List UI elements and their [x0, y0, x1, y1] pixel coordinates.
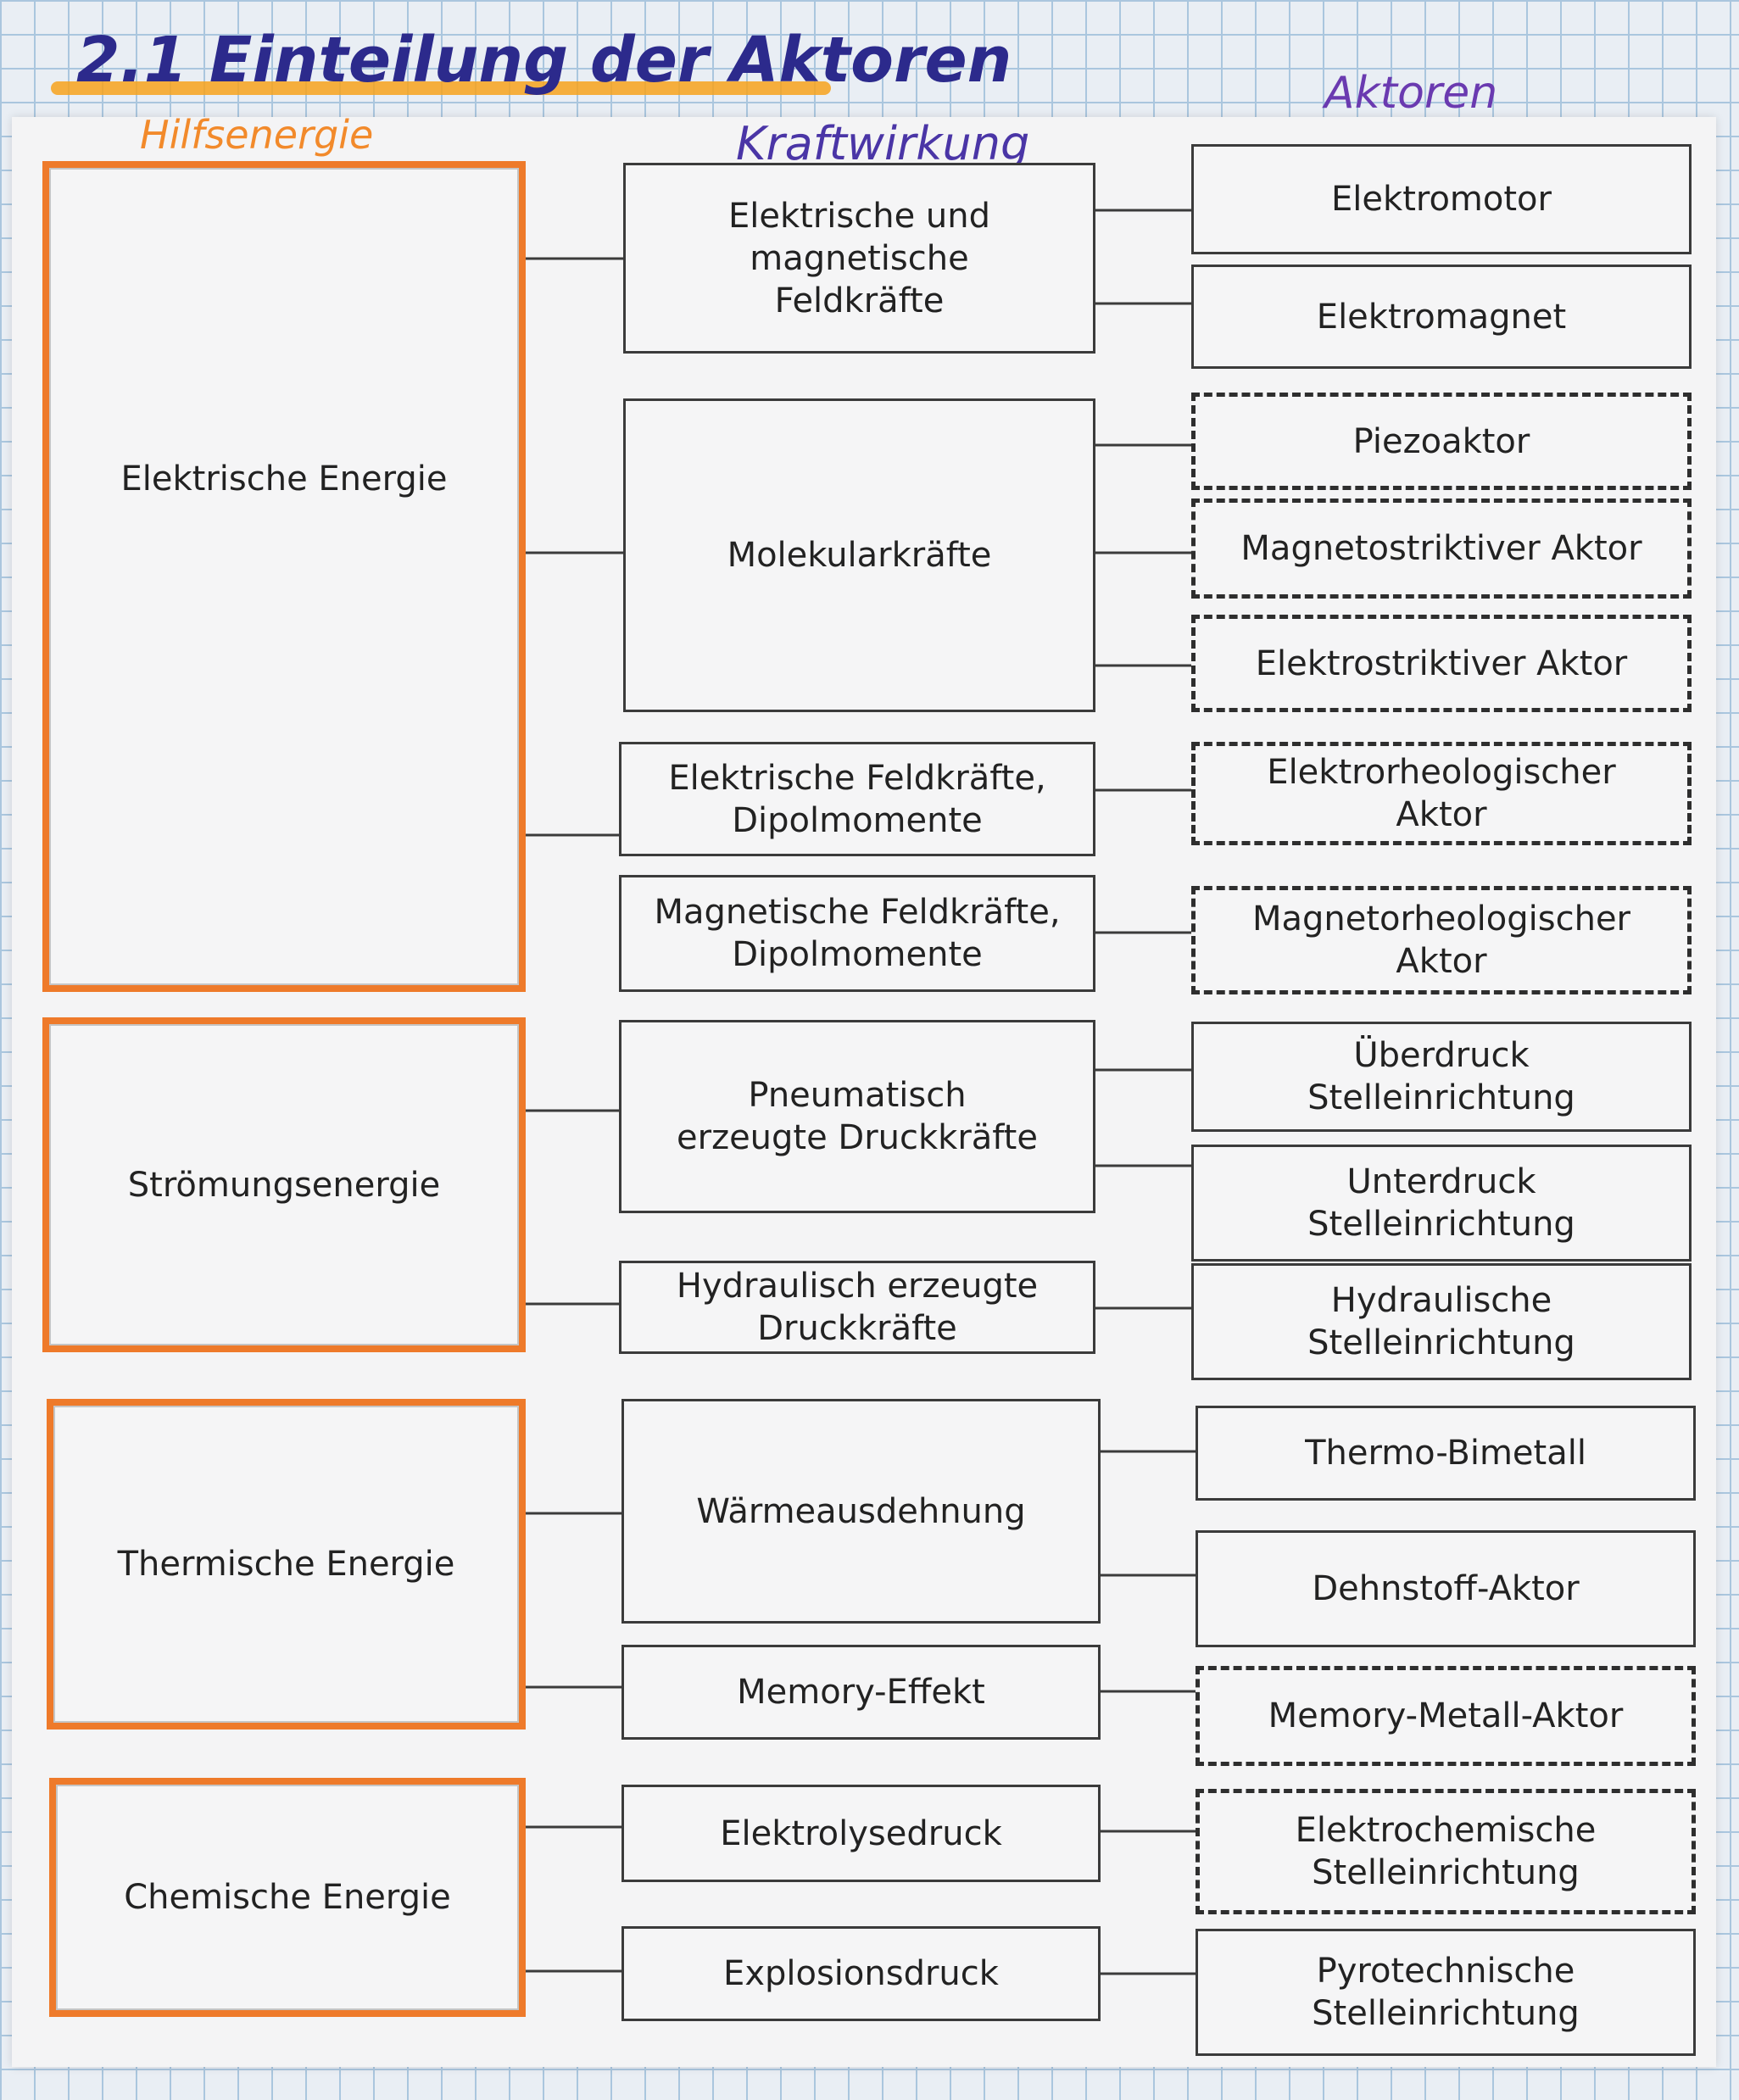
actuator-label: Memory-Metall-Aktor [1268, 1696, 1624, 1735]
force-box: Pneumatisch erzeugte Druckkräfte [619, 1020, 1095, 1213]
energy-box-chemisch: Chemische Energie [49, 1778, 526, 2017]
actuator-box-dashed: Magnetorheologischer Aktor [1191, 886, 1692, 994]
force-label: Wärmeausdehnung [696, 1491, 1026, 1531]
force-box: Explosionsdruck [621, 1926, 1101, 2021]
actuator-box-dashed: Elektrorheologischer Aktor [1191, 742, 1692, 845]
force-box: Memory-Effekt [621, 1645, 1101, 1740]
actuator-box: Unterdruck Stelleinrichtung [1191, 1145, 1692, 1262]
actuator-label: Elektrorheologischer Aktor [1267, 753, 1616, 834]
force-label: Explosionsdruck [723, 1954, 999, 1993]
actuator-box-dashed: Elektrochemische Stelleinrichtung [1196, 1789, 1696, 1914]
actuator-box: Pyrotechnische Stelleinrichtung [1196, 1929, 1696, 2056]
actuator-label: Elektrochemische Stelleinrichtung [1295, 1811, 1597, 1892]
energy-label: Chemische Energie [124, 1878, 451, 1917]
actuator-box-dashed: Magnetostriktiver Aktor [1191, 499, 1692, 599]
actuator-label: Dehnstoff-Aktor [1312, 1569, 1580, 1608]
force-box: Elektrische Feldkräfte, Dipolmomente [619, 742, 1095, 856]
force-box: Elektrolysedruck [621, 1785, 1101, 1882]
actuator-label: Überdruck Stelleinrichtung [1307, 1036, 1575, 1117]
actuator-label: Elektrostriktiver Aktor [1255, 643, 1628, 683]
energy-box-thermisch: Thermische Energie [47, 1399, 526, 1730]
actuator-label: Hydraulische Stelleinrichtung [1307, 1281, 1575, 1362]
actuator-box: Thermo-Bimetall [1196, 1406, 1696, 1501]
actuator-label: Unterdruck Stelleinrichtung [1307, 1162, 1575, 1244]
actuator-box: Dehnstoff-Aktor [1196, 1530, 1696, 1647]
force-label: Pneumatisch erzeugte Druckkräfte [677, 1076, 1038, 1157]
force-box: Magnetische Feldkräfte, Dipolmomente [619, 875, 1095, 992]
actuator-label: Elektromagnet [1316, 297, 1567, 337]
actuator-box: Überdruck Stelleinrichtung [1191, 1022, 1692, 1132]
force-box: Elektrische und magnetische Feldkräfte [623, 163, 1095, 354]
actuator-box: Elektromagnet [1191, 265, 1692, 369]
force-label: Elektrolysedruck [720, 1813, 1002, 1853]
actuator-box-dashed: Elektrostriktiver Aktor [1191, 615, 1692, 712]
actuator-label: Magnetostriktiver Aktor [1240, 529, 1642, 568]
force-label: Hydraulisch erzeugte Druckkräfte [676, 1267, 1039, 1348]
actuator-box-dashed: Memory-Metall-Aktor [1196, 1666, 1696, 1766]
energy-label: Elektrische Energie [120, 460, 448, 499]
force-box: Wärmeausdehnung [621, 1399, 1101, 1624]
page-title: 2.1 Einteilung der Aktoren [76, 24, 1012, 97]
force-box: Hydraulisch erzeugte Druckkräfte [619, 1261, 1095, 1354]
force-label: Molekularkräfte [727, 536, 992, 575]
header-kraftwirkung: Kraftwirkung [736, 117, 1030, 170]
title-highlight [51, 81, 831, 95]
actuator-label: Pyrotechnische Stelleinrichtung [1312, 1952, 1580, 2033]
actuator-box-dashed: Piezoaktor [1191, 393, 1692, 490]
force-label: Elektrische Feldkräfte, Dipolmomente [668, 758, 1046, 840]
header-aktoren: Aktoren [1324, 68, 1498, 119]
energy-box-elektrisch: Elektrische Energie [42, 161, 526, 992]
actuator-box: Hydraulische Stelleinrichtung [1191, 1263, 1692, 1380]
energy-box-stroemung: Strömungsenergie [42, 1017, 526, 1352]
actuator-box: Elektromotor [1191, 144, 1692, 254]
energy-label: Thermische Energie [117, 1545, 455, 1584]
force-label: Elektrische und magnetische Feldkräfte [727, 196, 990, 320]
force-label: Memory-Effekt [737, 1673, 985, 1712]
force-label: Magnetische Feldkräfte, Dipolmomente [654, 893, 1061, 974]
energy-label: Strömungsenergie [127, 1165, 441, 1205]
header-hilfsenergie: Hilfsenergie [140, 112, 374, 158]
force-box: Molekularkräfte [623, 398, 1095, 712]
actuator-label: Piezoaktor [1352, 421, 1530, 461]
actuator-label: Thermo-Bimetall [1305, 1434, 1586, 1473]
actuator-label: Magnetorheologischer Aktor [1251, 900, 1631, 981]
actuator-label: Elektromotor [1331, 180, 1552, 219]
